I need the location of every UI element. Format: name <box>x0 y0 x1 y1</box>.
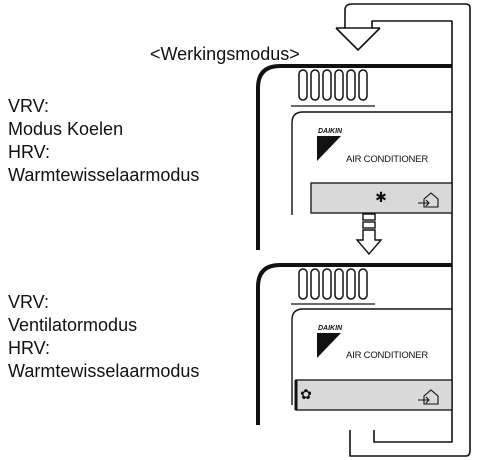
controller-2-body <box>256 263 452 425</box>
house-arrow-icon-2 <box>418 389 439 405</box>
vrv-mode-2: Ventilatormodus <box>8 315 138 335</box>
transition-arrow <box>355 213 383 256</box>
controller-1-display <box>310 182 453 214</box>
snowflake-icon: ✱ <box>375 189 387 205</box>
cycle-loop-line <box>344 3 471 457</box>
controller-1-body <box>256 64 452 250</box>
vrv-label-1: VRV: <box>8 96 50 116</box>
controller-1-model: AIR CONDITIONER <box>346 154 428 165</box>
controller-2-model: AIR CONDITIONER <box>346 350 428 361</box>
hrv-mode-1: Warmtewisselaarmodus <box>8 165 200 185</box>
vrv-label-2: VRV: <box>8 292 50 312</box>
controller-2-display <box>295 379 453 411</box>
hrv-mode-2: Warmtewisselaarmodus <box>8 361 200 381</box>
controller-2-logo-mark <box>317 333 341 358</box>
controller-1-logo-mark <box>317 136 341 161</box>
controller-1-brand: DAIKIN <box>318 128 343 135</box>
mode-heading: <Werkingsmodus> <box>150 44 300 64</box>
controller-2-inner-frame <box>291 308 452 405</box>
controller-2-grille <box>298 268 368 300</box>
top-arrowhead <box>335 27 381 52</box>
controller-1: DAIKIN AIR CONDITIONER ✱ <box>256 64 453 250</box>
controller-1-grille <box>298 69 368 101</box>
fan-icon: ✿ <box>300 386 312 402</box>
house-arrow-icon <box>418 192 439 208</box>
controller-2: DAIKIN AIR CONDITIONER ✿ <box>256 263 453 425</box>
hrv-label-1: HRV: <box>8 142 51 162</box>
vrv-mode-1: Modus Koelen <box>8 119 124 139</box>
controller-1-inner-frame <box>291 111 452 215</box>
controller-2-brand: DAIKIN <box>318 325 343 332</box>
hrv-label-2: HRV: <box>8 338 51 358</box>
